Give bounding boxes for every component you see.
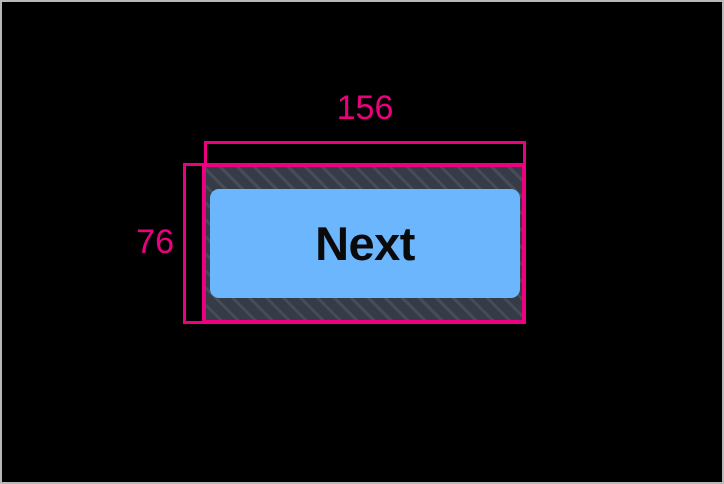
next-button[interactable]: Next	[210, 189, 520, 298]
width-dimension-label: 156	[336, 89, 394, 127]
width-dimension-bracket	[204, 141, 526, 163]
height-dimension-bracket	[183, 163, 203, 324]
height-dimension-label: 76	[136, 223, 174, 261]
element-bounds-highlight	[202, 163, 526, 324]
next-button-label: Next	[315, 217, 415, 270]
